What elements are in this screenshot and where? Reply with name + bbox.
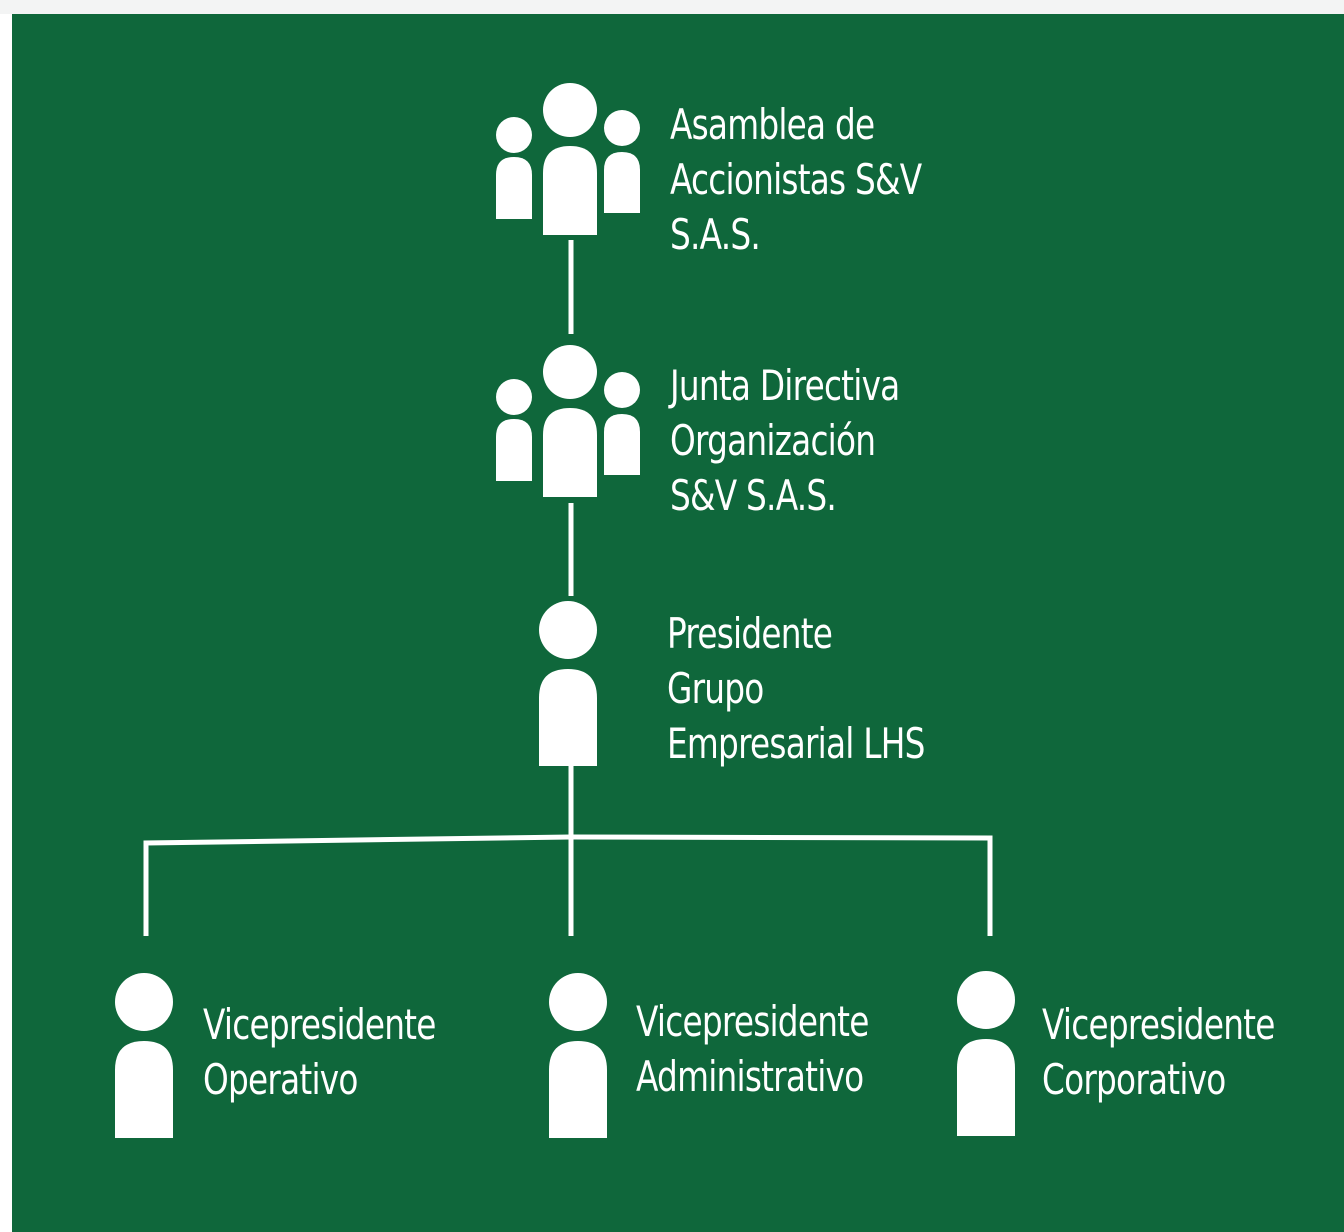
- label-line: S.A.S.: [670, 210, 761, 259]
- person-icon: [539, 601, 597, 766]
- node-vp-corporativo-label: Vicepresidente Corporativo: [1042, 997, 1275, 1107]
- person-icon: [957, 971, 1015, 1136]
- group-icon: [496, 345, 640, 497]
- person-icon: [549, 973, 607, 1138]
- label-line: Vicepresidente: [636, 997, 869, 1046]
- label-line: Accionistas S&V: [670, 155, 922, 204]
- node-presidente-label: Presidente Grupo Empresarial LHS: [667, 606, 925, 771]
- top-strip: [0, 0, 1344, 14]
- label-line: Grupo: [667, 664, 764, 713]
- label-line: S&V S.A.S.: [670, 471, 837, 520]
- label-line: Vicepresidente: [1042, 1000, 1275, 1049]
- label-line: Asamblea de: [670, 100, 875, 149]
- connector-vp-branch: [143, 834, 993, 936]
- node-junta-label: Junta Directiva Organización S&V S.A.S.: [670, 358, 900, 523]
- org-chart-panel: [12, 14, 1344, 1232]
- node-vp-administrativo-label: Vicepresidente Administrativo: [636, 994, 869, 1104]
- label-line: Operativo: [203, 1055, 358, 1104]
- label-line: Vicepresidente: [203, 1000, 436, 1049]
- label-line: Organización: [670, 416, 876, 465]
- group-icon: [496, 83, 640, 235]
- node-vp-operativo-label: Vicepresidente Operativo: [203, 997, 436, 1107]
- label-line: Presidente: [667, 609, 833, 658]
- connector-lines: [143, 240, 993, 936]
- node-asamblea-label: Asamblea de Accionistas S&V S.A.S.: [670, 97, 922, 262]
- person-icon: [115, 973, 173, 1138]
- label-line: Empresarial LHS: [667, 719, 925, 768]
- label-line: Corporativo: [1042, 1055, 1226, 1104]
- label-line: Junta Directiva: [670, 361, 900, 410]
- label-line: Administrativo: [636, 1052, 864, 1101]
